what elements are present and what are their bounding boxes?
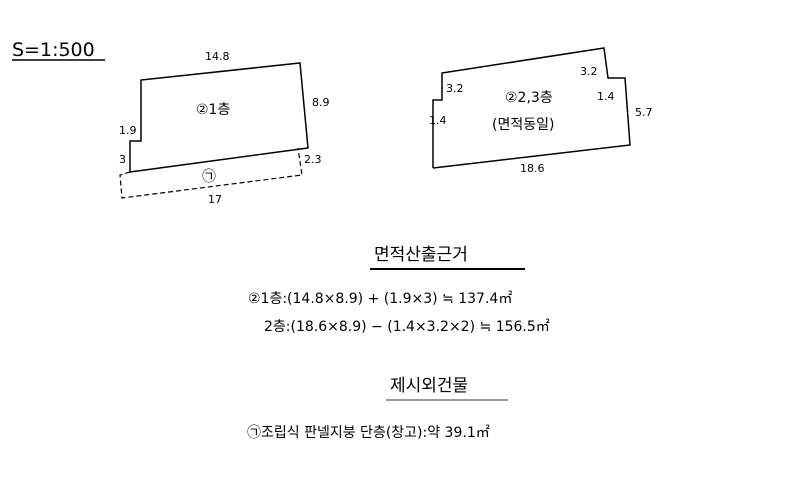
dim-2f-top-left: 3.2 — [446, 82, 464, 95]
dim-2f-bottom: 18.6 — [520, 162, 545, 175]
dim-1f-top: 14.8 — [205, 50, 230, 63]
building-1f-outline — [129, 62, 309, 173]
calc-line-1f: ②1층:(14.8×8.9) + (1.9×3) ≒ 137.4㎡ — [248, 291, 513, 307]
dim-1f-right-lower: 2.3 — [304, 153, 322, 166]
dim-1f-left-lower: 3 — [119, 153, 126, 166]
dim-1f-left-upper: 1.9 — [119, 124, 137, 137]
calc-basis-title: 면적산출근거 — [370, 245, 525, 270]
outbuilding-line: ㉠조립식 판넬지붕 단층(창고):약 39.1㎡ — [247, 425, 490, 441]
calc-line-2f: 2층:(18.6×8.9) − (1.4×3.2×2) ≒ 156.5㎡ — [264, 319, 550, 335]
dim-2f-right-notch: 1.4 — [597, 90, 615, 103]
dim-2f-left-notch: 1.4 — [429, 114, 447, 127]
building-1f-label: ②1층 — [196, 102, 230, 118]
scale-label: S=1:500 — [12, 39, 95, 61]
building-2f-note: (면적동일) — [492, 117, 554, 133]
dim-2f-right: 5.7 — [635, 106, 653, 119]
dim-1f-right: 8.9 — [312, 96, 330, 109]
annex-outline — [119, 147, 303, 199]
outbuilding-title: 제시외건물 — [386, 376, 508, 401]
annex-label: ㉠ — [202, 169, 216, 185]
building-2f-outline — [432, 47, 631, 169]
dim-2f-top-right: 3.2 — [580, 65, 598, 78]
dim-1f-bottom: 17 — [208, 193, 222, 206]
building-2f-label: ②2,3층 — [505, 90, 553, 106]
